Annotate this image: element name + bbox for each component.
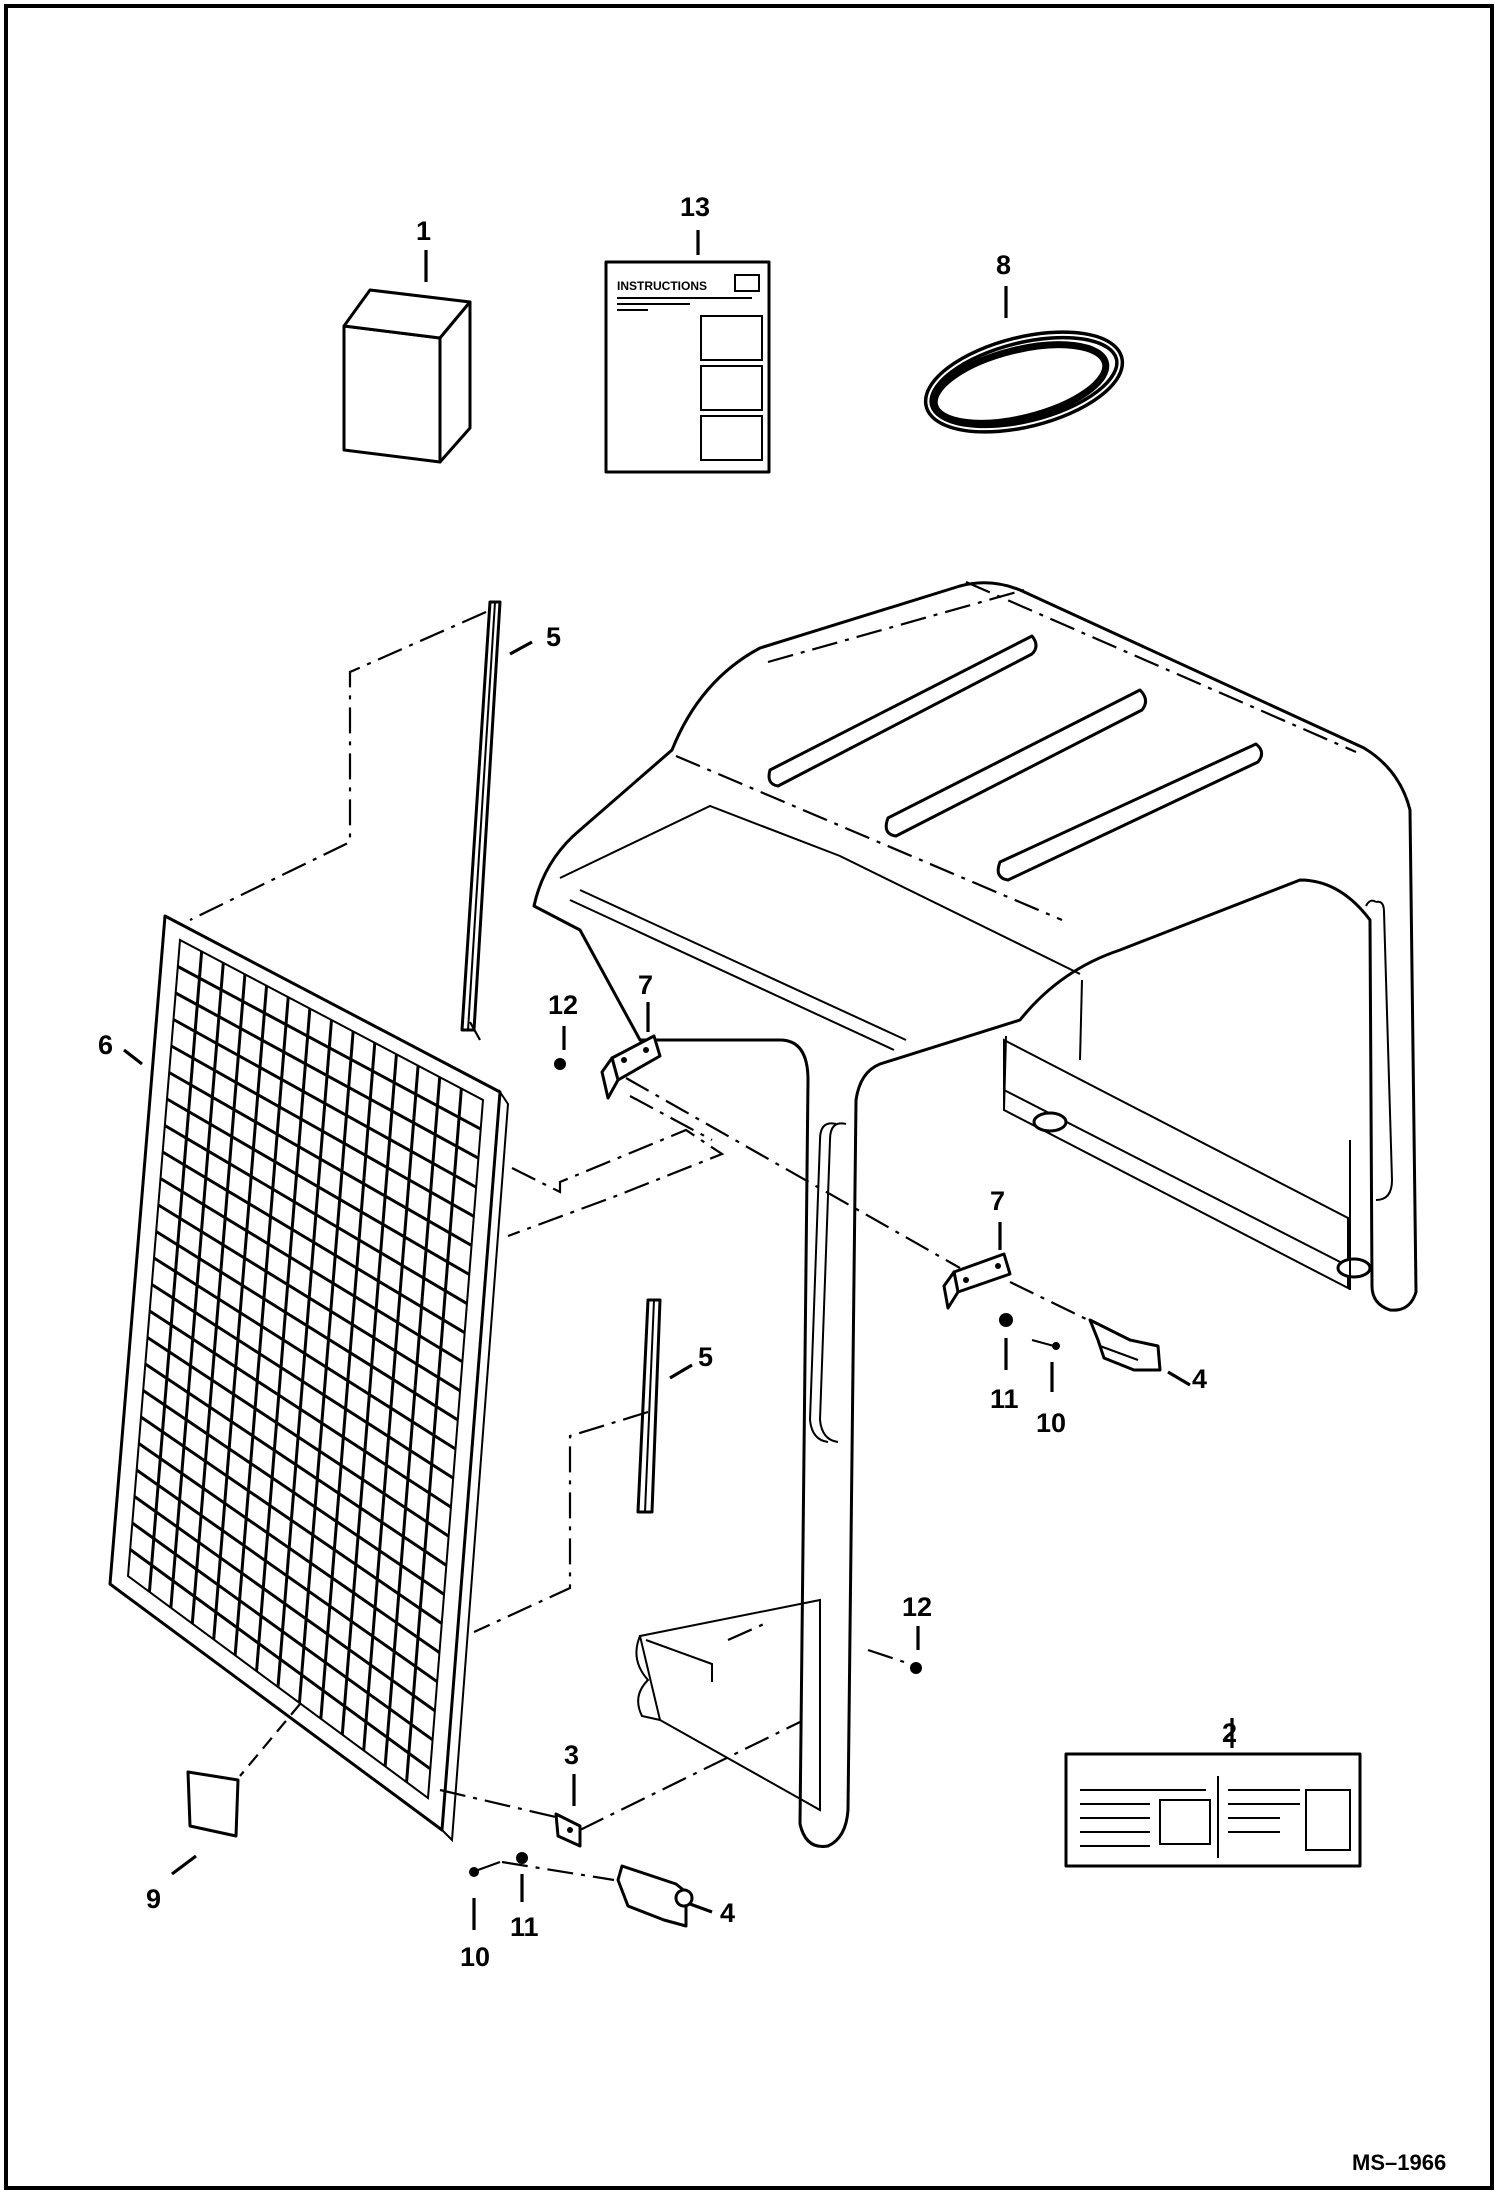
- callout-10-left: 10: [460, 1942, 490, 1972]
- part-4-hinge-right: [1088, 1318, 1162, 1372]
- callout-10-right: 10: [1036, 1408, 1066, 1438]
- part-2-safety-decal: [1064, 1752, 1362, 1868]
- part-9-decal: [186, 1770, 240, 1838]
- callout-2: 2: [1222, 1718, 1237, 1748]
- callout-11-right: 11: [990, 1384, 1019, 1414]
- callout-8: 8: [996, 250, 1011, 280]
- callout-6: 6: [98, 1030, 113, 1060]
- mesh-bar: [147, 951, 204, 1592]
- mesh-bar: [233, 997, 290, 1656]
- callout-12-top: 12: [548, 990, 578, 1020]
- part-7-bracket-mid: [942, 1252, 1012, 1310]
- part-11-washer-left: [516, 1852, 528, 1864]
- part-1-box: [342, 288, 472, 464]
- part-12-rivet-top: [554, 1058, 566, 1070]
- callout-13: 13: [680, 192, 710, 222]
- mesh-bar: [255, 1008, 312, 1672]
- mesh-bar: [340, 1054, 398, 1735]
- mesh-bar: [362, 1065, 420, 1751]
- callout-12-bottom: 12: [902, 1592, 932, 1622]
- callout-9: 9: [146, 1884, 161, 1914]
- instructions-heading: INSTRUCTIONS: [617, 279, 707, 293]
- mesh-bar: [190, 974, 247, 1624]
- part-6-mesh-door: [108, 914, 510, 1843]
- mesh-bar: [319, 1042, 377, 1719]
- mesh-bar: [383, 1077, 442, 1767]
- callout-7-top: 7: [638, 970, 653, 1000]
- page-border: [4, 4, 1494, 2190]
- part-11-washer-right: [999, 1313, 1013, 1327]
- part-5-seal-strip-bottom: [636, 1298, 662, 1514]
- callout-7-mid: 7: [990, 1186, 1005, 1216]
- drawing-id: MS–1966: [1352, 2150, 1446, 2175]
- part-8-coiled-seal: [923, 330, 1125, 434]
- callout-4-bottom: 4: [720, 1898, 735, 1928]
- callout-5-bottom: 5: [698, 1342, 713, 1372]
- mesh-bar: [297, 1031, 355, 1703]
- callout-11-left: 11: [510, 1912, 539, 1942]
- part-10-screw-left: [469, 1861, 501, 1877]
- part-5-seal-strip-top: [460, 600, 502, 1032]
- mesh-bar: [276, 1019, 333, 1688]
- part-10-screw-right: [1031, 1339, 1060, 1350]
- part-4-hinge-bottom: [616, 1864, 694, 1928]
- mesh-bar: [212, 985, 269, 1640]
- callout-1: 1: [416, 216, 431, 246]
- part-3-latch: [554, 1812, 582, 1848]
- part-7-bracket-top: [600, 1034, 662, 1100]
- canopy-cab-frame: [532, 580, 1418, 1849]
- callout-labels: 1 13 8 5 6 12 7 7 11 10 4 5 12 2 3 9 4 1…: [98, 192, 1237, 1972]
- part-12-rivet-bottom: [910, 1662, 922, 1674]
- assembly-lines: [189, 610, 1089, 1882]
- mesh-bar: [405, 1088, 463, 1783]
- callout-5-top: 5: [546, 622, 561, 652]
- callout-3: 3: [564, 1740, 579, 1770]
- callout-4-right: 4: [1192, 1364, 1207, 1394]
- mesh-bar: [169, 962, 225, 1608]
- part-13-instruction-sheet: INSTRUCTIONS: [604, 260, 771, 474]
